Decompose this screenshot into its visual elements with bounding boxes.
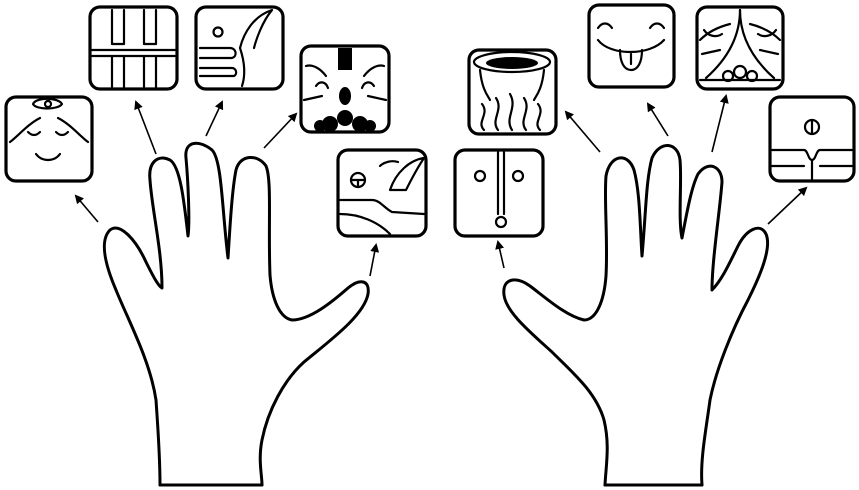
tongue-face-glyph (587, 3, 676, 89)
two-dot-face-glyph (453, 148, 545, 238)
mountain-face-glyph (695, 5, 785, 91)
arrow-right-little (767, 186, 808, 225)
left-hand (102, 141, 370, 487)
arrows (74, 94, 808, 277)
arrow-right-thumb (495, 240, 505, 269)
steaming-vessel-glyph (467, 48, 558, 136)
split-face-glyph (768, 95, 856, 183)
arrow-right-index (564, 110, 601, 153)
arrow-left-little (74, 194, 99, 223)
arrow-left-middle (205, 100, 224, 137)
arrow-right-middle (646, 102, 669, 137)
dark-eye-face-glyph (299, 44, 391, 134)
circle-eye-glyph (336, 148, 428, 238)
arrow-left-index (263, 112, 298, 149)
arrow-left-thumb (369, 243, 380, 277)
right-hand (502, 144, 770, 487)
closed-eyes-face-glyph (4, 95, 94, 183)
bars-glyph (88, 5, 179, 91)
arrow-left-ring (134, 100, 157, 155)
profile-face-glyph (194, 5, 285, 91)
arrow-right-ring (711, 94, 729, 153)
